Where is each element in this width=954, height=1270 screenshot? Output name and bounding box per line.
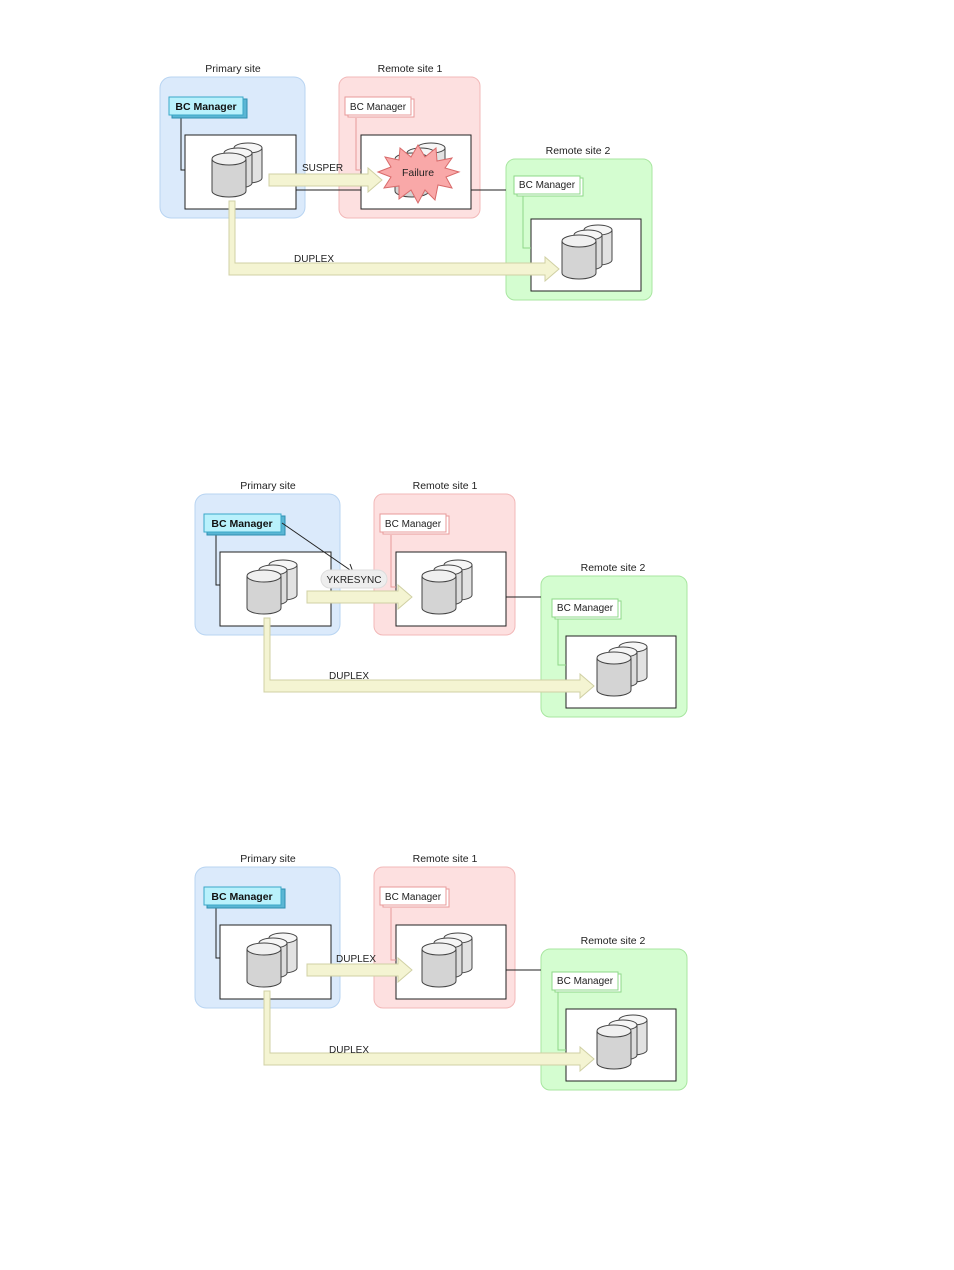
remote-site-2-label: Remote site 2 — [581, 935, 646, 947]
bc-manager-primary: BC Manager — [204, 887, 285, 908]
remote-site-1-label: Remote site 1 — [378, 63, 443, 75]
bc-manager-remote-1: BC Manager — [380, 887, 449, 907]
bc-manager-primary: BC Manager — [169, 97, 247, 118]
primary-site-label: Primary site — [240, 480, 296, 492]
remote-site-1-label: Remote site 1 — [413, 853, 478, 865]
primary-site-label: Primary site — [205, 63, 261, 75]
primary-site-label: Primary site — [240, 853, 296, 865]
bc-manager-remote-2-label: BC Manager — [557, 976, 614, 987]
bc-manager-remote-2-label: BC Manager — [519, 180, 576, 191]
diagram-2: Primary site Remote site 1 Remote site 2… — [195, 480, 687, 717]
link-2-status-label: DUPLEX — [329, 1045, 369, 1056]
bc-manager-remote-1-label: BC Manager — [385, 892, 442, 903]
remote-site-2-label: Remote site 2 — [546, 145, 611, 157]
bc-manager-remote-2: BC Manager — [514, 176, 583, 196]
command-label: YKRESYNC — [326, 575, 381, 586]
bc-manager-remote-2: BC Manager — [552, 972, 621, 992]
bc-manager-remote-2-label: BC Manager — [557, 603, 614, 614]
bc-manager-remote-1: BC Manager — [345, 97, 414, 117]
link-2-status-label: DUPLEX — [329, 671, 369, 682]
bc-manager-remote-1-label: BC Manager — [350, 102, 407, 113]
bc-manager-primary-label: BC Manager — [211, 891, 272, 903]
failure-label: Failure — [402, 167, 434, 179]
bc-manager-primary-label: BC Manager — [211, 518, 272, 530]
bc-manager-remote-1-label: BC Manager — [385, 519, 442, 530]
remote-site-2-label: Remote site 2 — [581, 562, 646, 574]
bc-manager-primary: BC Manager — [204, 514, 285, 535]
link-1-status-label: SUSPER — [302, 163, 343, 174]
bc-manager-primary-label: BC Manager — [175, 101, 236, 113]
diagram-1: Primary site Remote site 1 Remote site 2… — [160, 63, 652, 300]
diagram-3: Primary site Remote site 1 Remote site 2… — [195, 853, 687, 1090]
link-2-status-label: DUPLEX — [294, 254, 334, 265]
bc-manager-remote-1: BC Manager — [380, 514, 449, 534]
link-1-status-label: DUPLEX — [336, 954, 376, 965]
command-badge: YKRESYNC — [321, 570, 387, 588]
bc-manager-remote-2: BC Manager — [552, 599, 621, 619]
remote-site-1-label: Remote site 1 — [413, 480, 478, 492]
